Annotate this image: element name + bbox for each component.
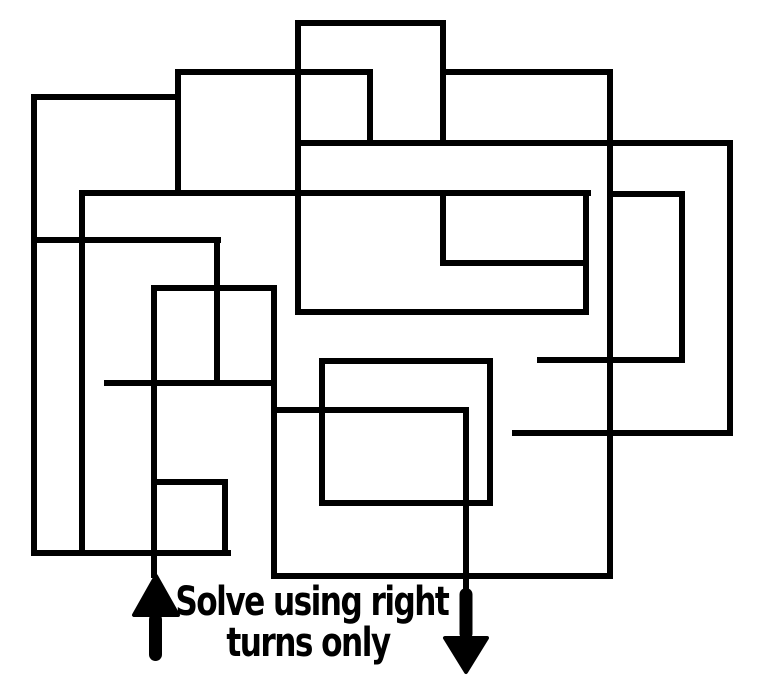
- maze-wall-v: [175, 69, 181, 196]
- maze-wall-h: [440, 260, 589, 266]
- maze-wall-v: [295, 20, 301, 315]
- maze-wall-h: [271, 573, 613, 579]
- maze-wall-h: [295, 309, 589, 315]
- maze-wall-v: [367, 69, 373, 146]
- start-up-arrow: [132, 574, 180, 661]
- maze-wall-v: [607, 69, 613, 579]
- maze-wall-v: [79, 190, 85, 556]
- maze-wall-h: [295, 20, 446, 26]
- maze-wall-v: [271, 285, 277, 579]
- maze-wall-v: [679, 191, 685, 363]
- maze-wall-h: [31, 550, 231, 556]
- maze-wall-h: [607, 191, 685, 197]
- instruction-line-1: Solve using right: [175, 579, 449, 625]
- maze-wall-h: [319, 500, 493, 506]
- maze-wall-h: [444, 69, 613, 75]
- exit-down-arrow-head: [443, 636, 489, 674]
- maze-wall-h: [512, 430, 733, 436]
- instruction-caption: Solve using right turns only: [175, 579, 449, 666]
- maze-wall-h: [295, 140, 733, 146]
- maze-wall-v: [440, 20, 446, 146]
- exit-down-arrow-shaft: [459, 588, 473, 640]
- maze-wall-h: [319, 358, 493, 364]
- start-up-arrow-head: [132, 574, 180, 617]
- maze-wall-v: [463, 407, 469, 592]
- start-up-arrow-shaft: [149, 613, 162, 661]
- maze-wall-h: [175, 69, 372, 75]
- maze-wall-v: [440, 190, 446, 266]
- maze-wall-v: [727, 140, 733, 436]
- maze-wall-h: [79, 190, 591, 196]
- maze-wall-v: [214, 237, 220, 386]
- maze-wall-h: [31, 237, 221, 243]
- maze-wall-v: [151, 285, 157, 578]
- maze-wall-v: [583, 190, 589, 315]
- maze-wall-h: [271, 407, 469, 413]
- maze-wall-v: [319, 358, 325, 506]
- instruction-line-2: turns only: [226, 620, 391, 666]
- exit-down-arrow: [443, 588, 489, 674]
- maze-wall-v: [487, 358, 493, 506]
- maze-wall-v: [222, 479, 228, 556]
- maze-wall-h: [104, 380, 277, 386]
- maze-wall-h: [31, 94, 181, 100]
- maze-wall-v: [31, 94, 37, 556]
- maze-wall-h: [151, 479, 228, 485]
